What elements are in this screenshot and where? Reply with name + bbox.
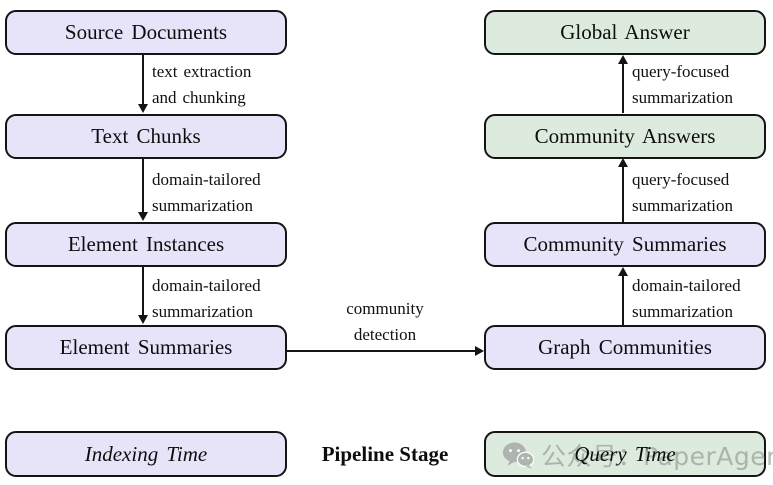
edge-label-line-2: and chunking <box>152 88 246 107</box>
edge-label-line-2: summarization <box>632 196 734 215</box>
box-global-answer: Global Answer <box>484 10 766 55</box>
arrow-answers-to-global-head <box>618 55 628 64</box>
edge-label-line-2: summarization <box>152 196 254 215</box>
box-element-instances: Element Instances <box>5 222 287 267</box>
edge-label-line-1: text extraction <box>152 62 252 81</box>
edge-label-text-extraction: text extraction and chunking <box>152 59 251 111</box>
box-text-chunks: Text Chunks <box>5 114 287 159</box>
legend-query-time-label: Query Time <box>574 441 676 466</box>
legend-query-time: Query Time <box>484 431 766 477</box>
box-community-summaries-label: Community Summaries <box>523 232 727 256</box>
edge-label-community-detection: community detection <box>297 296 473 348</box>
arrow-communities-to-comm-summaries-line <box>622 275 624 325</box>
box-community-summaries: Community Summaries <box>484 222 766 267</box>
box-source-documents-label: Source Documents <box>64 20 228 44</box>
arrow-chunks-to-instances-head <box>138 212 148 221</box>
box-community-answers-label: Community Answers <box>534 124 716 148</box>
arrow-source-to-chunks-head <box>138 104 148 113</box>
legend-indexing-time-label: Indexing Time <box>84 441 208 466</box>
edge-label-line-1: query-focused <box>632 170 730 189</box>
legend-pipeline-stage: Pipeline Stage <box>321 441 449 466</box>
arrow-communities-to-comm-summaries-head <box>618 267 628 276</box>
edge-label-line-1: community <box>346 299 424 318</box>
box-graph-communities: Graph Communities <box>484 325 766 370</box>
arrow-summaries-to-communities-line <box>287 350 477 352</box>
edge-label-line-2: detection <box>353 325 417 344</box>
box-element-summaries: Element Summaries <box>5 325 287 370</box>
edge-label-query-focused-2: query-focused summarization <box>632 167 733 219</box>
arrow-answers-to-global-line <box>622 63 624 113</box>
legend-indexing-time: Indexing Time <box>5 431 287 477</box>
edge-label-line-1: query-focused <box>632 62 730 81</box>
box-source-documents: Source Documents <box>5 10 287 55</box>
edge-label-domain-tailored-2: domain-tailored summarization <box>152 273 261 325</box>
edge-label-line-2: summarization <box>632 88 734 107</box>
edge-label-line-1: domain-tailored <box>152 170 261 189</box>
box-global-answer-label: Global Answer <box>560 20 690 44</box>
edge-label-line-2: summarization <box>632 302 734 321</box>
arrow-comm-summaries-to-answers-head <box>618 158 628 167</box>
arrow-instances-to-summaries-head <box>138 315 148 324</box>
box-text-chunks-label: Text Chunks <box>91 124 201 148</box>
arrow-chunks-to-instances-line <box>142 159 144 213</box>
box-community-answers: Community Answers <box>484 114 766 159</box>
arrow-instances-to-summaries-line <box>142 267 144 317</box>
edge-label-domain-tailored-3: domain-tailored summarization <box>632 273 741 325</box>
arrow-summaries-to-communities-head <box>475 346 484 356</box>
box-element-summaries-label: Element Summaries <box>59 335 233 359</box>
edge-label-line-1: domain-tailored <box>152 276 261 295</box>
box-graph-communities-label: Graph Communities <box>538 335 712 359</box>
arrow-source-to-chunks-line <box>142 55 144 105</box>
edge-label-domain-tailored-1: domain-tailored summarization <box>152 167 261 219</box>
edge-label-line-2: summarization <box>152 302 254 321</box>
edge-label-line-1: domain-tailored <box>632 276 741 295</box>
edge-label-query-focused-1: query-focused summarization <box>632 59 733 111</box>
arrow-comm-summaries-to-answers-line <box>622 166 624 222</box>
box-element-instances-label: Element Instances <box>67 232 225 256</box>
